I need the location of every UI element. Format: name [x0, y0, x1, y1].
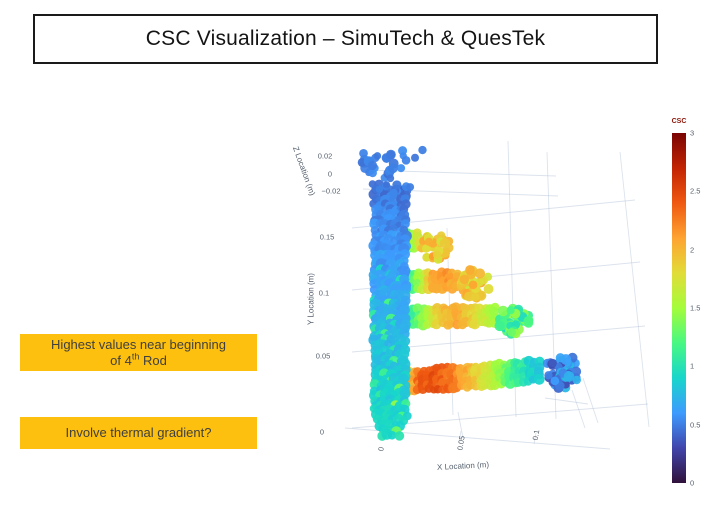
slide-title: CSC Visualization – SimuTech & QuesTek: [145, 27, 546, 50]
annotation-highest-values: Highest values near beginning of 4th Rod: [20, 334, 257, 371]
z-tick-label: −0.02: [321, 186, 341, 196]
y-tick-label: 0.05: [315, 351, 331, 361]
colorbar-gradient: [672, 133, 686, 483]
slide-title-box: CSC Visualization – SimuTech & QuesTek: [33, 14, 658, 64]
annotation-line: Highest values near beginning: [51, 336, 226, 352]
z-tick-label: 0.02: [317, 151, 333, 161]
y-tick-label: 0.15: [319, 232, 335, 242]
ordinal-superscript: th: [131, 351, 140, 362]
colorbar-tick-label: 0.5: [690, 420, 701, 430]
x-tick-label: 0.1: [530, 429, 542, 441]
colorbar-title: CSC: [671, 118, 687, 125]
y-tick-label: 0.1: [318, 288, 330, 298]
annotation-line: Involve thermal gradient?: [65, 425, 212, 440]
annotation-thermal-gradient: Involve thermal gradient?: [20, 417, 257, 449]
y-axis-title: Y Location (m): [306, 273, 316, 325]
colorbar-tick-label: 0: [690, 478, 695, 488]
z-tick-label: 0: [327, 169, 333, 179]
colorbar-tick-label: 1.5: [690, 303, 701, 313]
colorbar-tick-label: 2.5: [690, 186, 701, 196]
y-tick-label: 0: [319, 427, 325, 437]
colorbar-tick-label: 1: [690, 361, 695, 371]
colorbar-tick-label: 2: [690, 245, 695, 255]
scatter3d-canvas: [285, 125, 670, 495]
colorbar-tick-label: 3: [690, 128, 695, 138]
annotation-line: of 4th Rod: [110, 351, 167, 368]
